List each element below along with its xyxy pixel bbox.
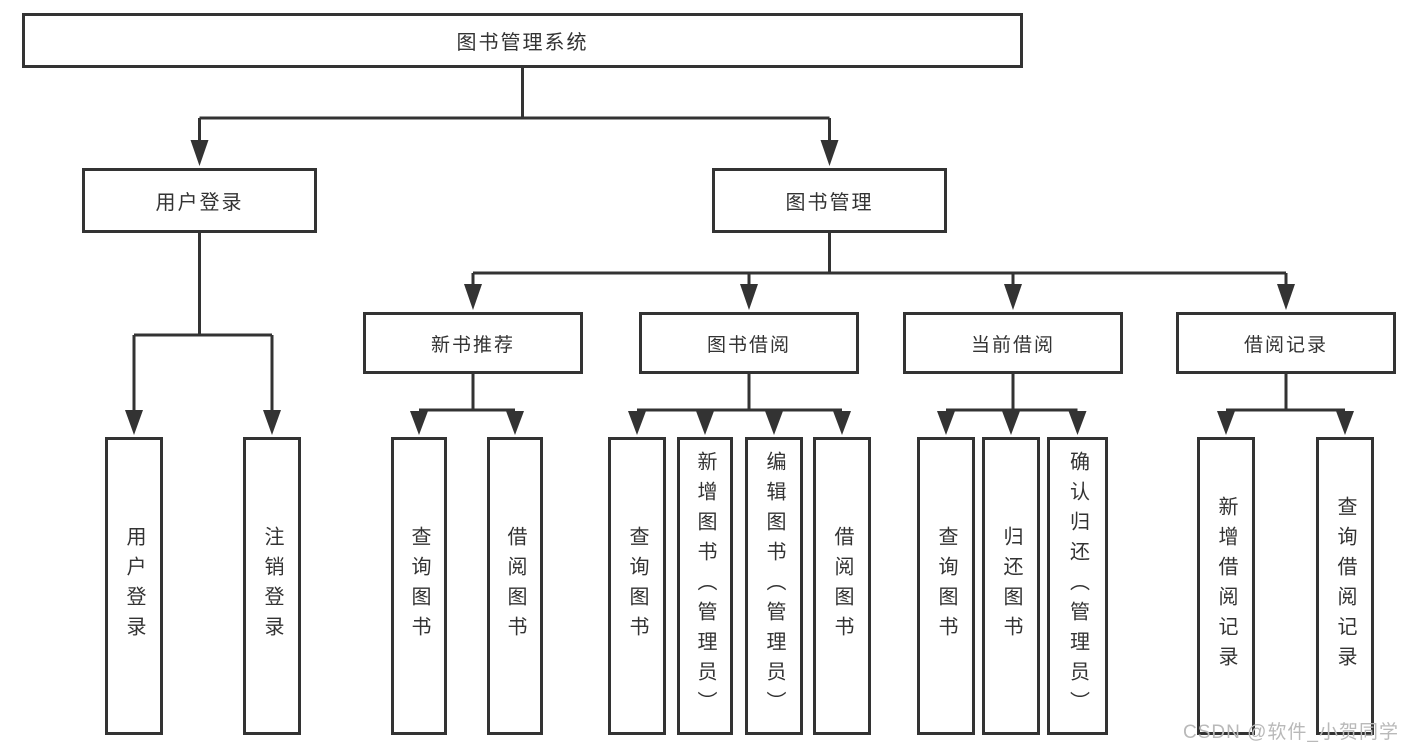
connector-book-management-to-level3 [471, 233, 1288, 286]
arrowhead [1002, 411, 1020, 435]
arrowhead [263, 410, 281, 435]
leaf-query-books-recommend: 查询图书 [391, 437, 447, 735]
node-new-book-recommend: 新书推荐 [363, 312, 583, 374]
leaf-query-borrow-record: 查询借阅记录 [1316, 437, 1374, 735]
arrowhead [190, 140, 209, 166]
node-current-borrow: 当前借阅 [903, 312, 1123, 374]
connector-new-book-recommend-to-leaves [419, 374, 515, 412]
arrowhead [833, 411, 851, 435]
leaf-add-book-admin: 新增图书（管理员） [677, 437, 733, 735]
node-root-system: 图书管理系统 [22, 13, 1023, 68]
leaf-add-borrow-record: 新增借阅记录 [1197, 437, 1255, 735]
arrowhead [696, 411, 714, 435]
node-book-borrow: 图书借阅 [639, 312, 859, 374]
leaf-edit-book-admin: 编辑图书（管理员） [745, 437, 803, 735]
arrowhead [740, 284, 758, 310]
arrowhead [1217, 411, 1235, 435]
arrowhead [765, 411, 783, 435]
arrowhead [628, 411, 646, 435]
watermark: CSDN @软件_小贺同学 [1183, 722, 1399, 743]
arrowhead [464, 284, 482, 310]
arrowhead [506, 411, 524, 435]
arrowhead [1336, 411, 1354, 435]
connector-current-borrow-to-leaves [946, 374, 1078, 412]
node-book-management-branch: 图书管理 [712, 168, 947, 233]
arrowhead [1068, 411, 1087, 435]
leaf-logout: 注销登录 [243, 437, 301, 735]
arrowhead [1004, 284, 1022, 310]
leaf-confirm-return-admin: 确认归还（管理员） [1047, 437, 1108, 735]
arrowhead [937, 411, 955, 435]
connector-borrow-records-to-leaves [1226, 374, 1345, 412]
arrowhead [820, 140, 839, 166]
arrowhead [125, 410, 143, 435]
leaf-query-books-current: 查询图书 [917, 437, 975, 735]
connector-root-to-level2 [198, 68, 831, 142]
leaf-borrow-books: 借阅图书 [813, 437, 871, 735]
leaf-return-books: 归还图书 [982, 437, 1040, 735]
arrowhead [410, 411, 428, 435]
leaf-user-login: 用户登录 [105, 437, 163, 735]
leaf-query-books-borrow: 查询图书 [608, 437, 666, 735]
connector-book-borrow-to-leaves [637, 374, 842, 412]
node-user-login-branch: 用户登录 [82, 168, 317, 233]
leaf-borrow-books-recommend: 借阅图书 [487, 437, 543, 735]
arrowhead [1277, 284, 1295, 310]
node-borrow-records: 借阅记录 [1176, 312, 1396, 374]
connector-user-login-to-leaves [132, 233, 274, 412]
